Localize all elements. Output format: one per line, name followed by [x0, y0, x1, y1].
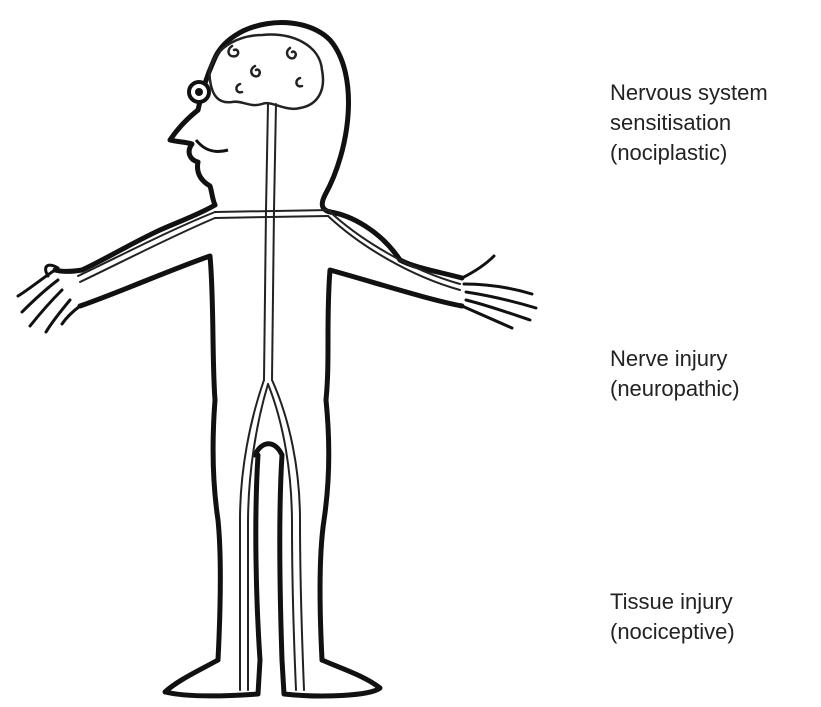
nociplastic-label-line-3: (nociplastic): [610, 138, 768, 168]
left-hand: [18, 265, 80, 332]
nerve-pathways: [78, 104, 460, 690]
body-outline: [55, 23, 462, 696]
nociceptive-label: Tissue injury (nociceptive): [610, 587, 735, 647]
neuropathic-label: Nerve injury (neuropathic): [610, 344, 740, 404]
human-figure-illustration: [0, 0, 560, 707]
brain-icon: [210, 35, 323, 109]
right-hand: [462, 256, 536, 328]
nociplastic-label-line-2: sensitisation: [610, 108, 768, 138]
mouth: [196, 140, 228, 152]
nociceptive-label-line-2: (nociceptive): [610, 617, 735, 647]
nociplastic-label-line-1: Nervous system: [610, 78, 768, 108]
neuropathic-label-line-1: Nerve injury: [610, 344, 740, 374]
nociceptive-label-line-1: Tissue injury: [610, 587, 735, 617]
neuropathic-label-line-2: (neuropathic): [610, 374, 740, 404]
nociplastic-label: Nervous system sensitisation (nociplasti…: [610, 78, 768, 168]
eye-icon: [189, 82, 209, 102]
